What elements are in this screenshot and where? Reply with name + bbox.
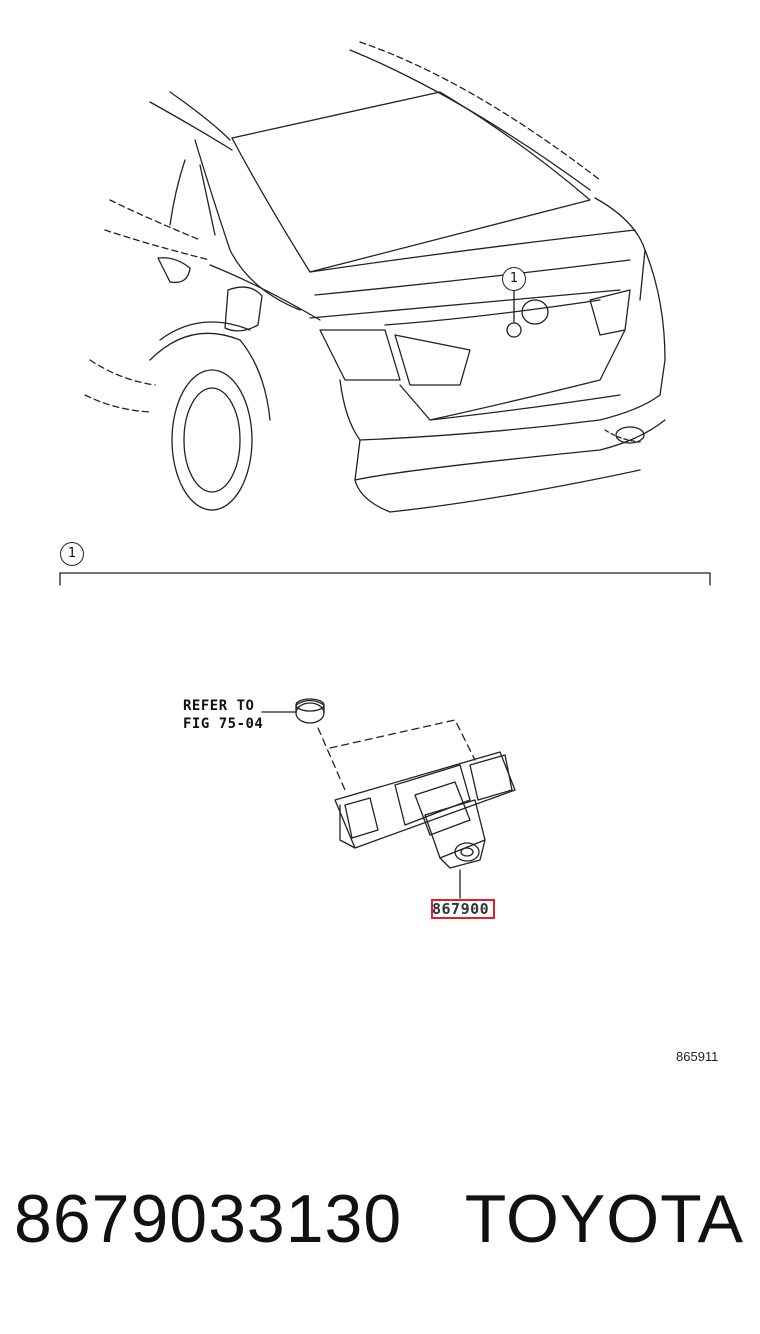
car-rear-illustration	[84, 41, 666, 513]
callout-number-section: 1	[60, 542, 84, 566]
footer-brand: TOYOTA	[464, 1181, 744, 1257]
parts-diagram	[59, 41, 711, 899]
section-bracket	[59, 572, 711, 586]
footer: 8679033130 TOYOTA	[0, 1180, 760, 1290]
callout-number-top: 1	[502, 267, 526, 291]
refer-label-line2: FIG 75-04	[183, 716, 264, 732]
refer-label-line1: REFER TO	[183, 698, 255, 714]
grommet-icon	[261, 698, 325, 724]
camera-assembly-icon	[334, 751, 516, 899]
footer-part-number: 8679033130	[14, 1181, 403, 1257]
part-number-label[interactable]: 867900	[432, 900, 490, 918]
assembly-guide-lines	[317, 719, 476, 791]
figure-code: 865911	[676, 1049, 719, 1064]
part-highlight-box[interactable]	[431, 899, 495, 919]
